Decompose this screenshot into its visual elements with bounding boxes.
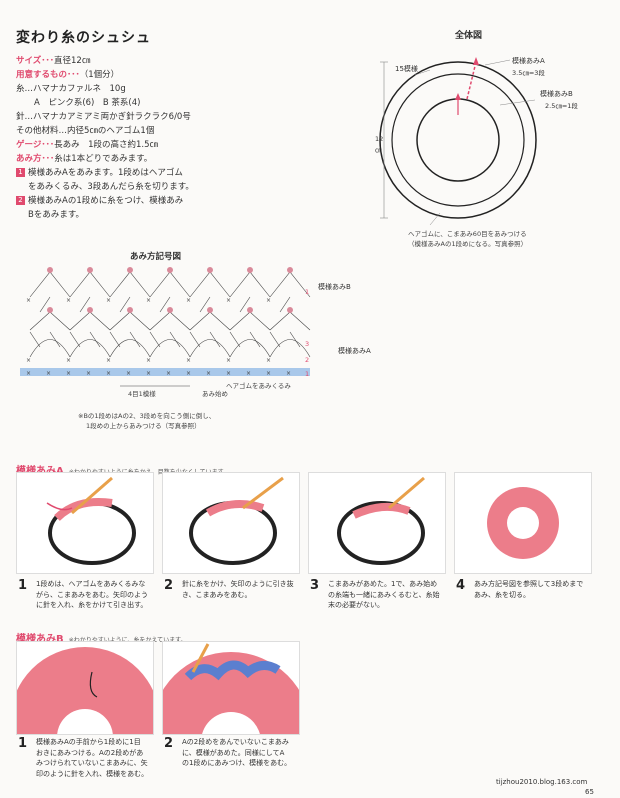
overall-patA-dim: 3.5㎝=3段 (512, 69, 545, 77)
chart-note-2: 1段めの上からあみつける（写真参照） (86, 422, 201, 430)
chart-note-1: ※Bの1段めはAの2、3段めを向こう側に倒し、 (78, 412, 216, 420)
overall-diameter: 12 (375, 135, 384, 143)
svg-text:×: × (86, 370, 91, 377)
overall-rows-label: 15模様 (395, 65, 418, 73)
svg-text:×: × (26, 357, 31, 364)
chart-repeat-label: 4目1模様 (128, 390, 156, 398)
footer-site: tijzhou2010.blog.163.com (496, 778, 588, 786)
svg-text:×: × (166, 370, 171, 377)
spec-gauge: ゲージ･･･長あみ 1段の高さ約1.5㎝ (16, 140, 159, 150)
svg-text:×: × (146, 357, 151, 364)
b-step1-num: 1 (18, 736, 28, 751)
svg-text:×: × (106, 297, 111, 304)
a-step2-text: 針に糸をかけ、矢印のように引き抜き、こまあみをあむ。 (182, 580, 294, 599)
chart-title: あみ方記号図 (130, 252, 182, 262)
svg-text:×: × (126, 370, 131, 377)
chart-row-b1: 1 (305, 288, 310, 296)
svg-text:×: × (186, 370, 191, 377)
chart-patB-label: 模様あみB (318, 283, 351, 291)
svg-text:×: × (66, 370, 71, 377)
svg-text:×: × (66, 297, 71, 304)
a-step2-num: 2 (164, 578, 174, 593)
a-step4-num: 4 (456, 578, 466, 593)
svg-text:×: × (226, 370, 231, 377)
overall-title: 全体図 (455, 31, 483, 41)
svg-text:×: × (266, 297, 271, 304)
chart-row-3: 3 (305, 340, 310, 348)
photo-b-2 (162, 641, 300, 735)
svg-text:×: × (146, 297, 151, 304)
svg-text:×: × (266, 357, 271, 364)
spec-step2-cont: Bをあみます。 (28, 210, 84, 220)
svg-text:×: × (186, 297, 191, 304)
spec-step1-cont: をあみくるみ、3段あんだら糸を切ります。 (28, 182, 194, 192)
chart-elastic-label: ヘアゴムをあみくるみ (226, 382, 291, 390)
svg-text:×: × (46, 370, 51, 377)
a-step1-num: 1 (18, 578, 28, 593)
svg-text:×: × (26, 370, 31, 377)
photo-a-3 (308, 472, 446, 574)
spec-method: あみ方･･･糸は1本どりであみます。 (16, 154, 153, 164)
chart-start-label: あみ始め (202, 390, 228, 398)
b-step2-num: 2 (164, 736, 174, 751)
photo-a-2 (162, 472, 300, 574)
b-step1-text: 模様あみAの手前から1段めに1目おきにあみつける。Aの2段めがあみつけられていな… (36, 738, 149, 778)
overall-note-1: ヘアゴムに、こまあみ60目をあみつける (408, 230, 527, 238)
photo-b-1 (16, 641, 154, 735)
overall-patA-label: 模様あみA (512, 57, 545, 65)
page-title: 変わり糸のシュシュ (16, 30, 151, 46)
chart-row-1: 1 (305, 370, 310, 378)
overall-patB-label: 模様あみB (540, 90, 573, 98)
svg-text:×: × (246, 370, 251, 377)
a-step3-text: こまあみがあめた。1で、あみ始めの糸端も一緒にあみくるむと、糸始末の必要がない。 (328, 580, 440, 609)
chart-patA-label: 模様あみA (338, 347, 371, 355)
a-step3-num: 3 (310, 578, 320, 593)
overall-patB-dim: 2.5㎝=1段 (545, 102, 578, 110)
svg-text:×: × (26, 297, 31, 304)
svg-text:×: × (266, 370, 271, 377)
spec-size: サイズ･･･直径12㎝ (16, 56, 91, 66)
a-step4-text: あみ方記号図を参照して3段めまであみ、糸を切る。 (474, 580, 584, 599)
svg-text:×: × (66, 357, 71, 364)
footer-page-number: 65 (585, 788, 594, 796)
svg-text:×: × (146, 370, 151, 377)
spec-materials: 用意するもの･･･（1個分） (16, 70, 120, 80)
a-step1-text: 1段めは、ヘアゴムをあみくるみながら、こまあみをあむ。矢印のように針を入れ、糸を… (36, 580, 148, 609)
svg-text:×: × (106, 370, 111, 377)
spec-yarn: 糸…ハマナカファルネ 10g (16, 84, 126, 94)
spec-colors: A ピンク系(6) B 茶系(4) (34, 98, 141, 108)
overall-note-2: （模様あみAの1段めになる。写真参照） (408, 240, 528, 248)
svg-text:×: × (106, 357, 111, 364)
photo-a-4 (454, 472, 592, 574)
overall-diameter-unit: ㎝ (375, 146, 382, 154)
svg-text:×: × (226, 357, 231, 364)
section-b-header: 模様あみB ※わかりやすいように、糸をかえています。 (16, 634, 187, 645)
svg-text:×: × (286, 370, 291, 377)
stitch-chart: × × × × × × × × × × × × × × × × × × × × × × × × × × × × (20, 267, 311, 387)
spec-other: その他材料…内径5㎝のヘアゴム1個 (16, 126, 155, 136)
photo-a-1 (16, 472, 154, 574)
overall-diagram (379, 57, 537, 226)
svg-text:×: × (226, 297, 231, 304)
svg-text:×: × (186, 357, 191, 364)
spec-needle: 針…ハマナカアミアミ両かぎ針ラクラク6/0号 (16, 112, 191, 122)
svg-text:×: × (206, 370, 211, 377)
chart-row-2: 2 (305, 356, 310, 364)
